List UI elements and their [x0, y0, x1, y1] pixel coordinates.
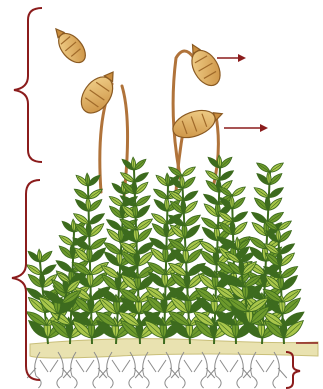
rhizoid: [243, 352, 264, 388]
rhizoid: [194, 352, 215, 388]
capsules: [48, 22, 226, 142]
leafy-shoots: [24, 155, 306, 344]
ground: [30, 339, 318, 358]
rhizoid: [171, 352, 192, 388]
capsule-arrow: [217, 54, 246, 62]
rhizoid-bracket: [286, 352, 300, 388]
seta-arrow: [224, 124, 268, 132]
rhizoid: [266, 352, 287, 388]
rhizoid: [122, 352, 143, 388]
capsule-1: [48, 22, 90, 67]
rhizoid: [99, 352, 120, 388]
rhizoid: [207, 352, 228, 388]
sporophyte-bracket: [14, 8, 42, 162]
rhizoid: [135, 352, 156, 388]
capsule-2: [75, 65, 124, 119]
rhizoid: [230, 352, 251, 388]
rhizoid: [158, 352, 179, 388]
capsule-3: [182, 39, 226, 91]
